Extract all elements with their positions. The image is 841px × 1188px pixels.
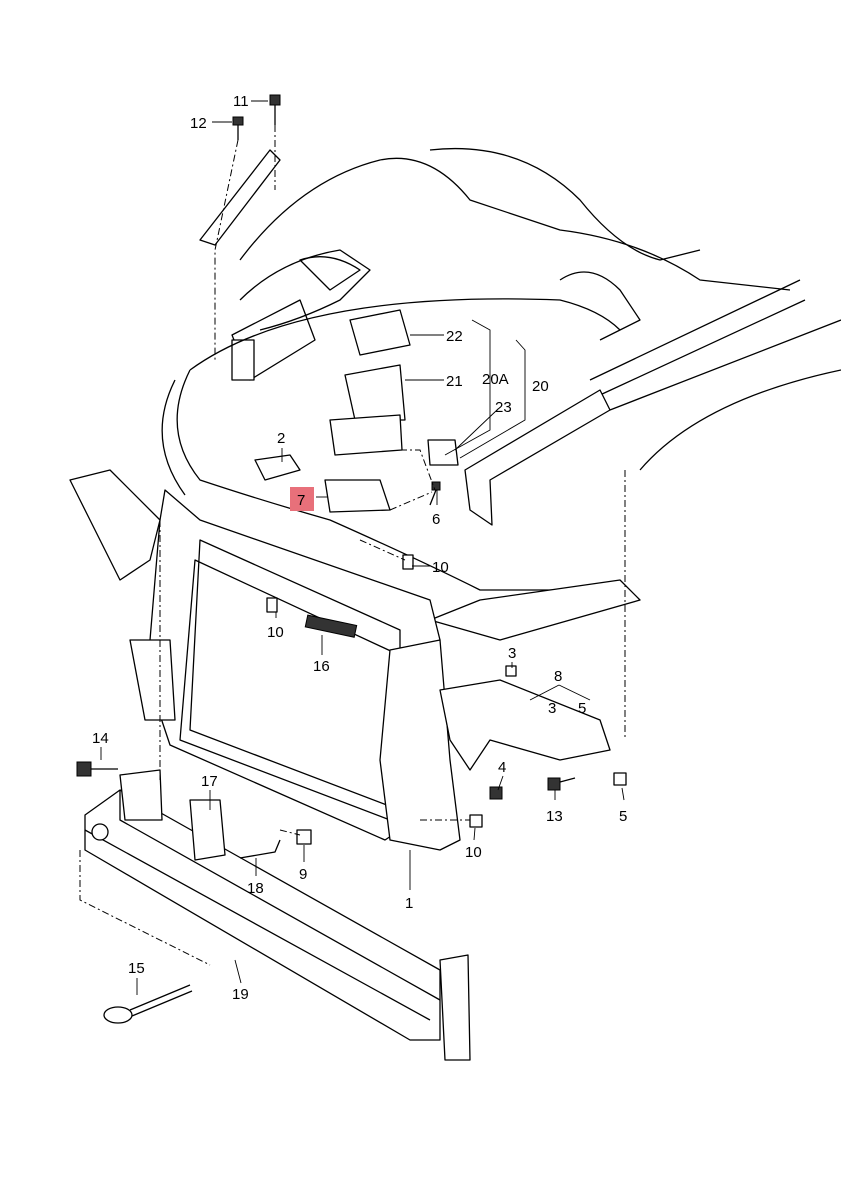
- callout-3: 3: [508, 645, 516, 662]
- callout-labels: 11 12 22 21 20A 20 23 2 7 6 10 10 16 3 8…: [92, 93, 627, 1003]
- vehicle-body-structure: [161, 147, 841, 641]
- callout-5: 5: [578, 700, 586, 717]
- callout-5: 5: [619, 808, 627, 825]
- callout-7: 7: [297, 492, 305, 509]
- callout-15: 15: [128, 960, 145, 977]
- callout-17: 17: [201, 773, 218, 790]
- callout-10: 10: [267, 624, 284, 641]
- highlight-box: [290, 487, 314, 511]
- callout-1: 1: [405, 895, 413, 912]
- small-parts: [76, 94, 627, 1024]
- callout-20: 20: [532, 378, 549, 395]
- lock-carrier-part-1: [69, 469, 611, 851]
- callout-20a: 20A: [482, 371, 509, 388]
- callout-16: 16: [313, 658, 330, 675]
- callout-3: 3: [548, 700, 556, 717]
- callout-14: 14: [92, 730, 109, 747]
- callout-8: 8: [554, 668, 562, 685]
- callout-13: 13: [546, 808, 563, 825]
- callout-21: 21: [446, 373, 463, 390]
- callout-9: 9: [299, 866, 307, 883]
- callout-4: 4: [498, 759, 506, 776]
- callout-19: 19: [232, 986, 249, 1003]
- callout-2: 2: [277, 430, 285, 447]
- callout-22: 22: [446, 328, 463, 345]
- callout-12: 12: [190, 115, 207, 132]
- callout-10: 10: [432, 559, 449, 576]
- assembly-lines: [79, 125, 626, 966]
- leader-lines: [100, 100, 625, 995]
- callout-11: 11: [233, 93, 249, 110]
- callout-18: 18: [247, 880, 264, 897]
- bumper-reinforcement-part-19: [84, 769, 471, 1061]
- callout-23: 23: [495, 399, 512, 416]
- callout-10: 10: [465, 844, 482, 861]
- callout-6: 6: [432, 511, 440, 528]
